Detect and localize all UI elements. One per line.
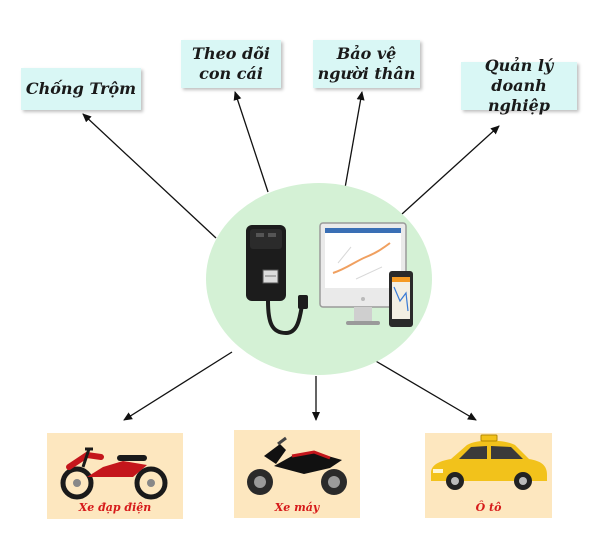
vehicle-card-o-to: Ô tô: [425, 433, 552, 518]
motorbike-icon: [247, 436, 347, 495]
purpose-box-quan-ly: Quản lý doanh nghiệp: [461, 56, 577, 115]
electric-bike-icon: [60, 447, 168, 500]
purpose-label-line2: người thân: [317, 64, 416, 83]
taxi-car-icon: [431, 434, 547, 490]
vehicle-label: Xe máy: [274, 501, 320, 514]
purpose-label-line1: Quản lý: [484, 56, 554, 75]
purpose-box-theo-doi: Theo dõi con cái: [181, 40, 281, 88]
phone-map-icon: [389, 271, 413, 327]
arrow-to-xe-dap-dien: [123, 351, 233, 421]
purpose-label-line1: Theo dõi: [192, 44, 270, 63]
hub-illustration: [246, 222, 413, 336]
arrow-to-bao-ve: [344, 91, 365, 189]
arrow-to-chong-trom: [82, 113, 217, 239]
vehicle-label: Xe đạp điện: [78, 501, 152, 514]
vehicle-label: Ô tô: [475, 501, 502, 514]
computer-monitor-map-icon: [319, 222, 407, 325]
arrow-to-o-to: [373, 359, 477, 421]
arrow-to-quan-ly: [401, 125, 500, 215]
purpose-label-line2: doanh nghiệp: [488, 76, 550, 115]
purpose-label: Chống Trộm: [25, 79, 137, 98]
gps-tracker-device-icon: [246, 225, 308, 336]
purpose-box-chong-trom: Chống Trộm: [21, 68, 141, 110]
vehicle-card-xe-may: Xe máy: [234, 430, 360, 518]
purpose-box-bao-ve: Bảo vệ người thân: [313, 40, 420, 88]
purpose-label-line1: Bảo vệ: [336, 44, 397, 63]
vehicle-card-xe-dap-dien: Xe đạp điện: [47, 433, 183, 519]
arrow-to-theo-doi: [233, 91, 269, 193]
purpose-label-line2: con cái: [199, 64, 263, 83]
